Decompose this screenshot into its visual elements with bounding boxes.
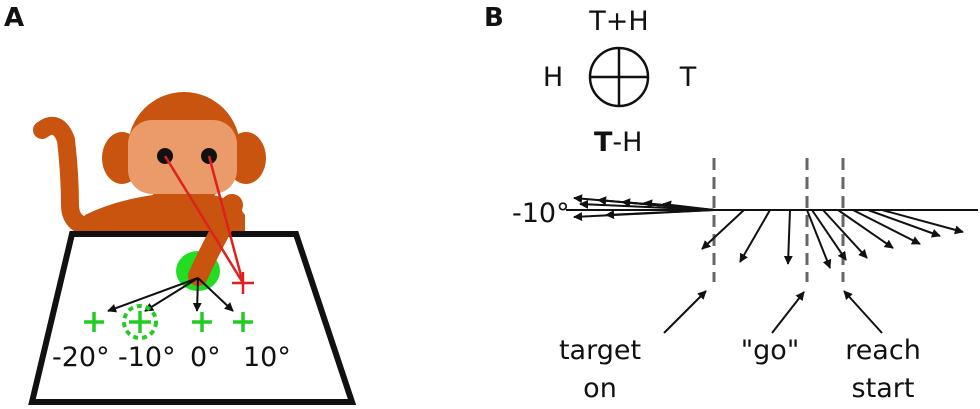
event-lines <box>712 158 845 282</box>
angle-label-minus10: -10° <box>118 342 176 373</box>
panel-a-letter: A <box>4 3 24 33</box>
target-cross-10 <box>233 312 253 332</box>
legend-bottom-label: T-H <box>594 127 642 158</box>
panel-b-letter: B <box>484 3 504 33</box>
angle-label-minus20: -20° <box>52 342 110 373</box>
target-cross-0 <box>192 312 212 332</box>
event-label-go: "go" <box>741 335 800 366</box>
monkey-body <box>75 192 245 233</box>
legend-right-label: T <box>679 62 697 93</box>
gaze-line-left <box>163 155 245 284</box>
event-label-target-line1: target <box>559 335 641 366</box>
direction-legend: T+H H T T-H <box>543 6 697 158</box>
gaze-line-right <box>207 155 245 284</box>
legend-bottom-bold: T <box>594 127 613 158</box>
legend-left-label: H <box>543 62 563 93</box>
panel-a: A <box>4 3 357 405</box>
target-cross-minus20 <box>84 312 104 332</box>
target-crosses <box>84 311 253 333</box>
fixation-cross <box>232 272 254 294</box>
panel-b: B T+H H T T-H -10° <box>484 3 978 404</box>
legend-bottom-rest: -H <box>612 127 642 158</box>
time-course-arrows <box>573 194 964 269</box>
angle-label-0: 0° <box>190 342 221 373</box>
event-label-reach-line1: reach <box>845 335 921 366</box>
target-cross-minus10 <box>129 311 151 333</box>
monkey-illustration <box>33 92 266 289</box>
monkey-forearm <box>188 200 242 286</box>
event-pointers <box>663 290 883 334</box>
axis-label: -10° <box>512 198 570 229</box>
angle-label-10: 10° <box>243 342 291 373</box>
selected-target-ring <box>122 304 158 340</box>
monkey-tail <box>33 116 101 237</box>
event-label-target-line2: on <box>583 373 617 404</box>
reach-arrows <box>107 277 234 313</box>
legend-top-label: T+H <box>588 6 648 37</box>
monkey-face <box>128 120 237 194</box>
event-label-reach-line2: start <box>852 373 915 404</box>
